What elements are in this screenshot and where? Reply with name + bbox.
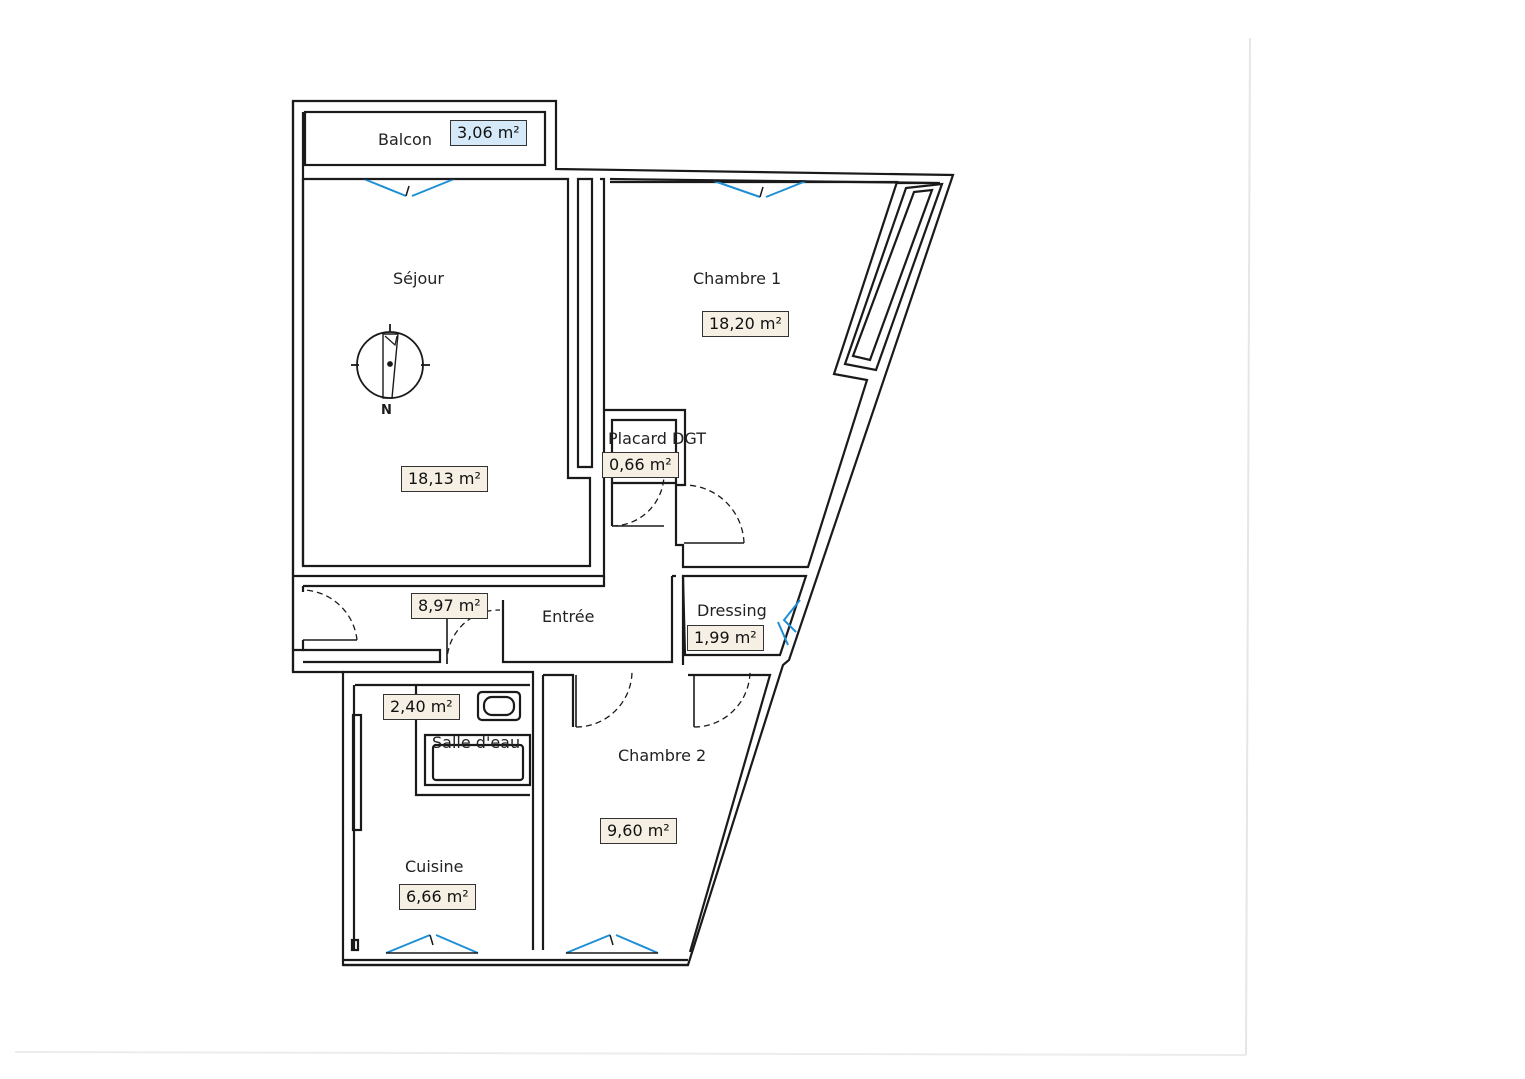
area-badge-balcon: 3,06 m² bbox=[450, 120, 527, 146]
room-label-dressing: Dressing bbox=[697, 601, 767, 620]
area-badge-chambre-1: 18,20 m² bbox=[702, 311, 789, 337]
area-badge-chambre-2: 9,60 m² bbox=[600, 818, 677, 844]
window-frames bbox=[364, 178, 806, 954]
room-label-chambre-1: Chambre 1 bbox=[693, 269, 782, 288]
area-badge-dressing: 1,99 m² bbox=[687, 625, 764, 651]
room-label-cuisine: Cuisine bbox=[405, 857, 464, 876]
room-label-entree: Entrée bbox=[542, 607, 595, 626]
area-badge-sejour: 18,13 m² bbox=[401, 466, 488, 492]
area-badge-entree: 8,97 m² bbox=[411, 593, 488, 619]
windows bbox=[363, 178, 807, 954]
paper-edge-right bbox=[1245, 37, 1251, 1056]
door-leaves bbox=[303, 525, 744, 727]
room-label-salle-d-eau: Salle d'eau bbox=[432, 733, 521, 752]
compass-icon bbox=[351, 324, 430, 399]
area-badge-salle-d-eau: 2,40 m² bbox=[383, 694, 460, 720]
area-badge-cuisine: 6,66 m² bbox=[399, 884, 476, 910]
room-label-placard-dgt: Placard DGT bbox=[608, 429, 706, 448]
room-label-balcon: Balcon bbox=[378, 130, 432, 149]
area-badge-placard-dgt: 0,66 m² bbox=[602, 452, 679, 478]
room-label-chambre-2: Chambre 2 bbox=[618, 746, 707, 765]
room-label-sejour: Séjour bbox=[393, 269, 444, 288]
compass-north-label: N bbox=[381, 403, 392, 418]
paper-edge-bottom bbox=[14, 1051, 1247, 1056]
